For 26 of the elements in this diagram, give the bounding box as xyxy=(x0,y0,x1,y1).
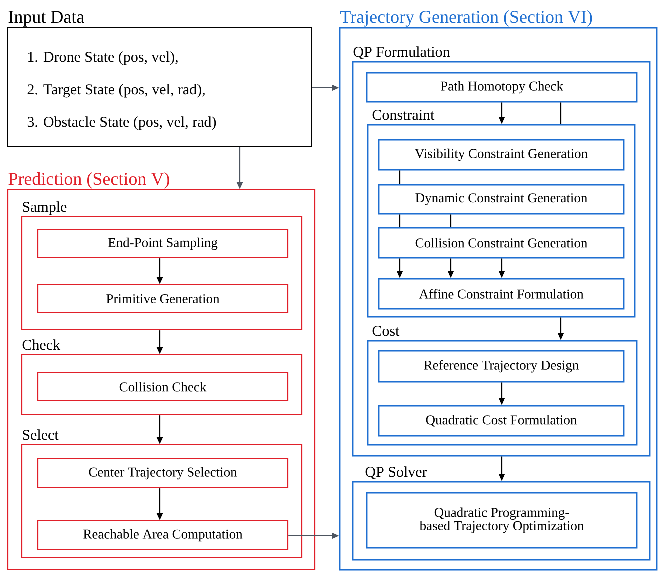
process-box: Center Trajectory Selection xyxy=(37,458,289,489)
list-item: 1. Drone State (pos, vel), xyxy=(28,52,178,66)
group-heading: Check xyxy=(22,340,61,350)
list-item: 2. Target State (pos, vel, rad), xyxy=(28,84,205,98)
process-box: Affine Constraint Formulation xyxy=(378,278,625,310)
process-box: End-Point Sampling xyxy=(37,229,289,259)
process-box: Collision Check xyxy=(37,372,289,402)
process-box: Quadratic Cost Formulation xyxy=(378,405,625,437)
process-box: Quadratic Programming-based Trajectory Optimization xyxy=(366,492,638,549)
list-item: 3. Obstacle State (pos, vel, rad) xyxy=(28,116,216,130)
group-heading: Select xyxy=(23,430,59,440)
group-heading: QP Formulation xyxy=(354,46,450,60)
process-box: Dynamic Constraint Generation xyxy=(378,184,625,215)
process-box: Visibility Constraint Generation xyxy=(378,139,625,171)
group-heading: Trajectory Generation (Section VI) xyxy=(340,10,592,27)
group-heading: Prediction (Section V) xyxy=(8,172,170,189)
group-heading: QP Solver xyxy=(366,466,428,480)
process-box: Primitive Generation xyxy=(37,284,289,314)
group-heading: Input Data xyxy=(8,11,84,27)
process-box: Reference Trajectory Design xyxy=(378,350,625,383)
group-heading: Cost xyxy=(372,326,400,336)
group-heading: Constraint xyxy=(372,110,435,120)
process-box: Path Homotopy Check xyxy=(366,72,638,103)
process-box: Collision Constraint Generation xyxy=(378,227,625,259)
process-box: Reachable Area Computation xyxy=(37,520,289,551)
group-heading: Sample xyxy=(23,202,67,216)
